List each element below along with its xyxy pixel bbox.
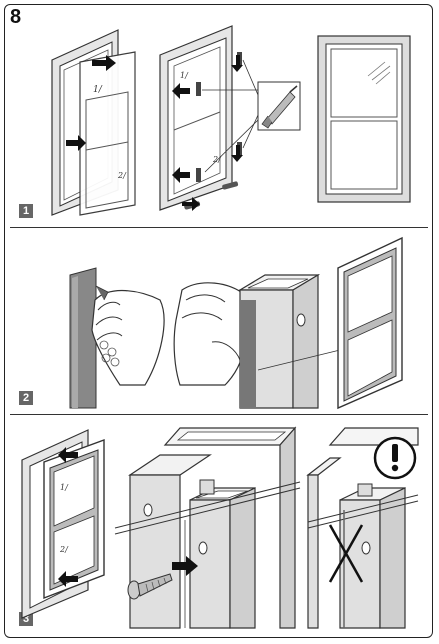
profile-assembly-incorrect [306,427,419,629]
setting-block [196,82,201,96]
instruction-frame [4,4,433,638]
screw-icon [127,573,173,600]
setting-block [222,181,239,190]
arrow-icon [92,55,116,71]
hand-pressing [173,282,249,386]
gasket-strip [69,267,97,409]
profile-assembly [114,426,301,629]
sealant-callout [202,59,301,173]
arrow-icon [172,167,190,183]
svg-text:2/: 2/ [59,545,69,554]
arrow-icon [58,571,78,587]
arrow-icon [66,135,86,151]
top-label: 1/ [93,85,103,95]
exclamation-icon [373,436,417,480]
window-assembly-small: 1/ 2/ [21,429,105,619]
svg-text:2/: 2/ [212,155,222,164]
hand-peeling [91,285,165,386]
bottom-label: 2/ [117,171,127,180]
panel-badge-2: 2 [19,391,33,405]
callout-line [257,349,341,371]
step-number: 8 [10,6,22,28]
glass-pane-left: 1/ 2/ [79,51,136,216]
window-finished [317,35,411,203]
setting-block [196,168,201,182]
panel-badge-1: 1 [19,204,33,218]
profile-tube-panel2 [237,273,321,409]
arrow-icon [231,55,243,72]
arrow-icon [172,83,190,99]
arrow-icon [231,145,243,162]
panel-separator [10,227,428,228]
arrow-icon [58,447,78,463]
x-mark-icon [328,524,364,583]
svg-text:1/: 1/ [180,71,189,80]
arrow-icon [182,197,200,211]
arrow-icon [172,556,198,576]
window-frame-middle: 1/ 2/ [159,25,233,211]
panel-separator [10,414,428,415]
svg-text:1/: 1/ [60,483,69,492]
sash-outline [337,236,403,410]
